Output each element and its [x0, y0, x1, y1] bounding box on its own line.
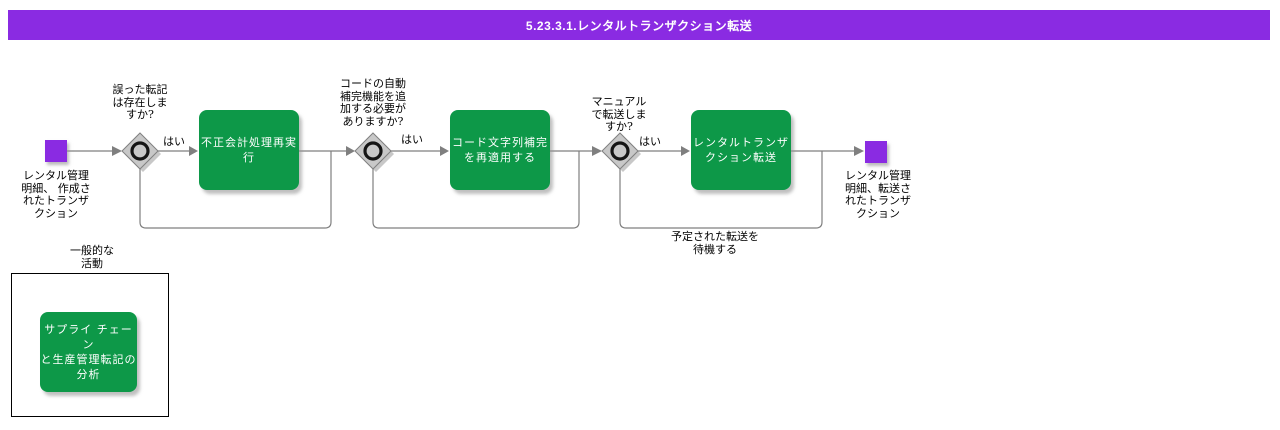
arrowhead-icon — [592, 146, 602, 156]
gateway-body — [601, 132, 639, 170]
arrowhead-icon — [189, 146, 198, 156]
start-event-node — [45, 140, 67, 162]
diagram-title-bar: 5.23.3.1.レンタルトランザクション転送 — [8, 10, 1270, 40]
task-rerun-accounting: 不正会計処理再実 行 — [199, 110, 299, 190]
gateway1-diamond-icon — [121, 132, 161, 172]
task-label: コード文字列補完 を再適用する — [452, 136, 548, 164]
gateway3-diamond-icon — [601, 132, 641, 172]
arrowhead-icon — [854, 146, 864, 156]
flow-gateway1-bypass — [139, 151, 332, 229]
gateway-circle-icon — [130, 141, 150, 161]
wait-transfer-label: 予定された転送を 待機する — [671, 230, 759, 256]
task-transfer-rental-transaction: レンタルトランザ クション転送 — [691, 110, 791, 190]
gateway3-question: マニュアル で転送しま すか? — [591, 95, 647, 133]
gateway2-diamond-icon — [354, 132, 394, 172]
legend-task-label: サプライ チェーン と生産管理転記の 分析 — [40, 323, 137, 381]
gateway-circle-icon — [363, 141, 383, 161]
arrowhead-icon — [112, 146, 122, 156]
arrowheads — [112, 146, 864, 156]
task-reapply-autocomplete: コード文字列補完 を再適用する — [450, 110, 550, 190]
end-event-label: レンタル管理 明細、転送さ れたトランザ クション — [845, 169, 911, 220]
gateway1-yes-label: はい — [163, 135, 185, 148]
task-label: 不正会計処理再実 行 — [201, 136, 297, 164]
gateway-circle-icon — [610, 141, 630, 161]
diagram-title: 5.23.3.1.レンタルトランザクション転送 — [525, 18, 753, 33]
flow-gateway3-wait-bypass — [619, 151, 823, 229]
task-label: レンタルトランザ クション転送 — [693, 136, 789, 164]
gateway-body — [354, 132, 392, 170]
gateway-body — [121, 132, 159, 170]
gateway1-question: 誤った転記 は存在しま すか? — [112, 83, 168, 121]
gateway3-yes-label: はい — [639, 135, 661, 148]
legend-task-example: サプライ チェーン と生産管理転記の 分析 — [40, 312, 137, 392]
start-event-label: レンタル管理 明細、 作成さ れたトランザ クション — [21, 169, 91, 220]
flow-gateway2-bypass — [372, 151, 580, 229]
arrowhead-icon — [681, 146, 690, 156]
legend-title: 一般的な 活動 — [70, 244, 114, 270]
sequence-flows — [67, 150, 854, 229]
gateway2-question: コードの自動 補完機能を追 加する必要が ありますか? — [340, 77, 406, 128]
gateway2-yes-label: はい — [401, 133, 423, 146]
end-event-node — [865, 141, 887, 163]
arrowhead-icon — [346, 146, 355, 156]
arrowhead-icon — [440, 146, 449, 156]
